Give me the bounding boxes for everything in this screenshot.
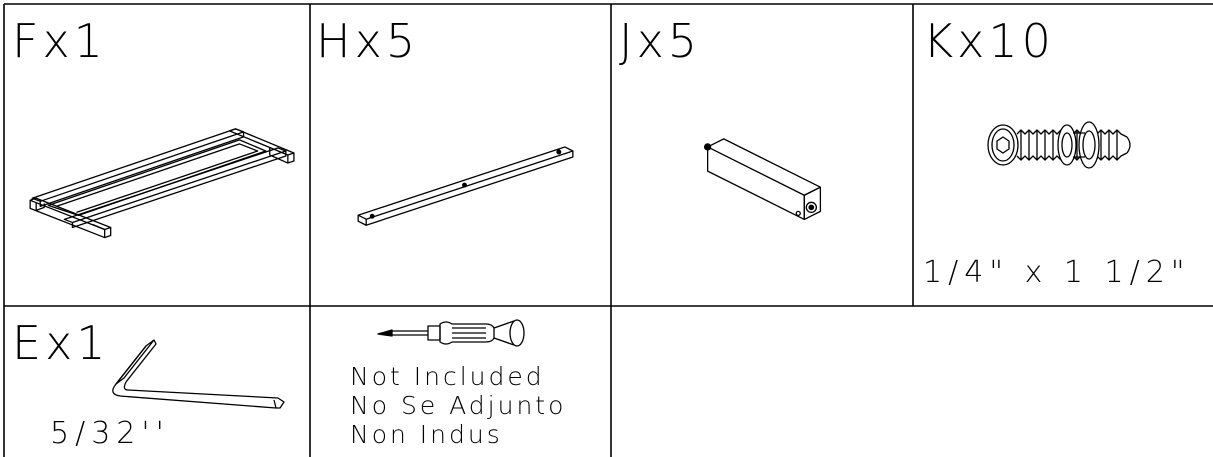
flat-bar-icon [310,4,611,306]
part-label-f: Fx1 [12,14,107,68]
part-label-j: Jx5 [619,14,702,68]
bolt-washer-icon [913,4,1213,306]
part-cell-j: Jx5 [611,4,913,306]
square-post-icon [611,4,913,306]
screwdriver-icon [310,306,611,457]
tool-cell: Not Included No Se Adjunto Non Indus [310,306,611,457]
part-cell-f: Fx1 [4,4,310,306]
tool-note-fr: Non Indus [350,420,503,449]
part-label-e: Ex1 [12,316,110,370]
tool-note-list: Not Included No Se Adjunto Non Indus [350,364,566,447]
tool-note-es: No Se Adjunto [350,391,567,420]
part-size-k: 1/4" x 1 1/2" [923,255,1191,290]
bench-frame-icon [4,4,310,306]
tool-note-en: Not Included [350,362,545,391]
part-cell-h: Hx5 [310,4,611,306]
part-cell-e: Ex1 5/32'' [4,306,310,457]
part-size-e: 5/32'' [50,416,170,451]
part-cell-k: Kx10 1/4" x 1 1/2" [913,4,1213,306]
part-label-h: Hx5 [316,14,420,68]
part-label-k: Kx10 [923,14,1055,68]
allen-key-icon [4,306,310,457]
